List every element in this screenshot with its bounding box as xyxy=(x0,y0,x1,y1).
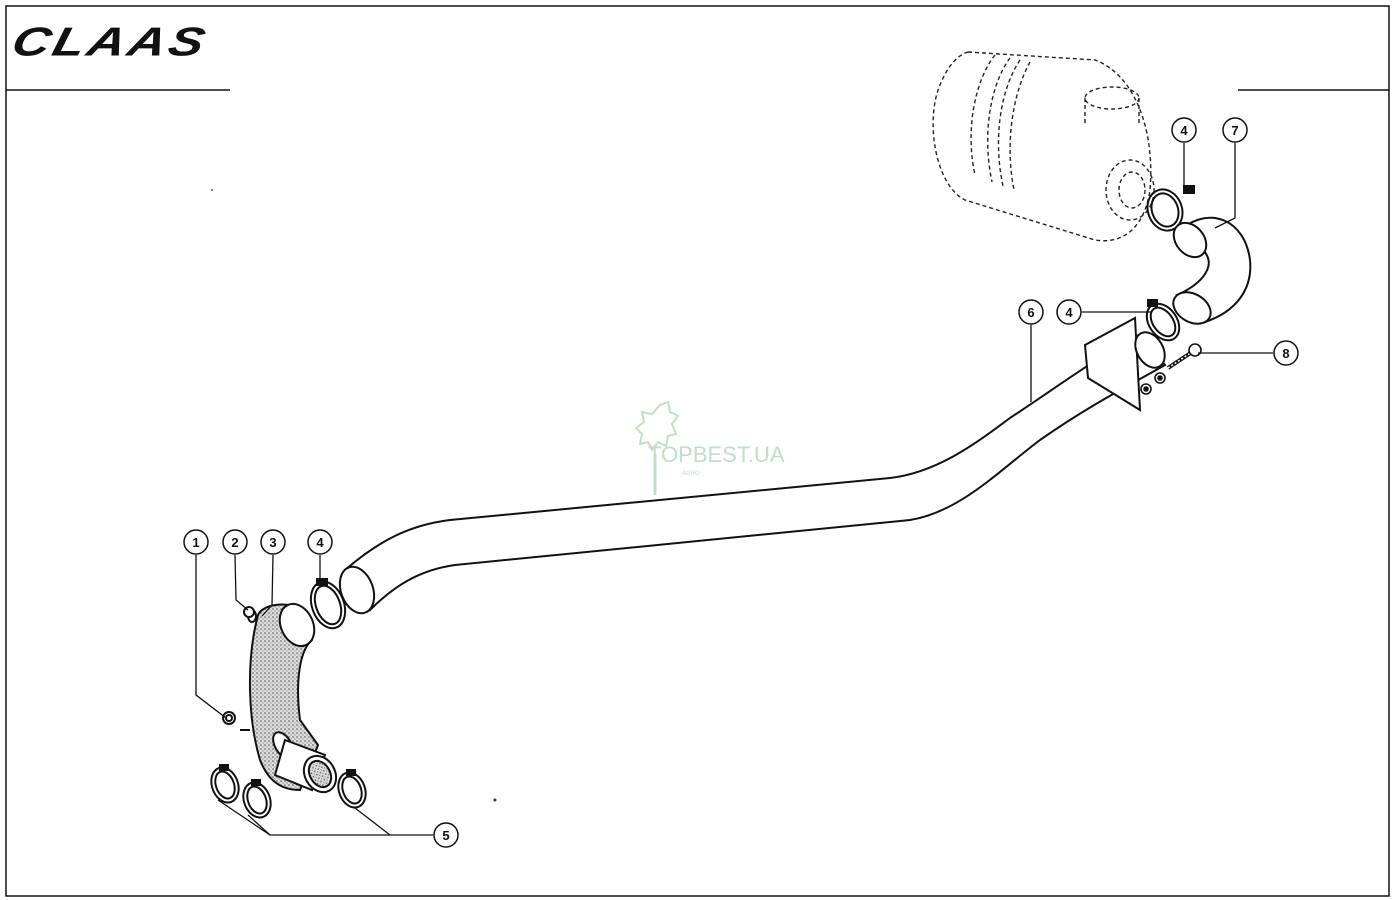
drawing-frame xyxy=(5,5,1390,897)
intake-pipe xyxy=(338,316,1167,615)
hose-clamp-lower xyxy=(309,578,347,630)
svg-text:5: 5 xyxy=(442,828,449,843)
callout-4-lower: 4 xyxy=(307,529,333,555)
hose-clamp-middle xyxy=(1145,299,1181,342)
callout-5: 5 xyxy=(433,822,459,848)
svg-text:3: 3 xyxy=(269,535,276,550)
callout-3: 3 xyxy=(260,529,286,555)
hose-clamp-upper xyxy=(1146,185,1195,232)
lower-elbow-hose xyxy=(222,602,338,794)
svg-text:4: 4 xyxy=(316,535,324,550)
elbow-hose xyxy=(1172,216,1252,325)
svg-text:7: 7 xyxy=(1231,123,1238,138)
svg-text:6: 6 xyxy=(1027,305,1034,320)
svg-text:1: 1 xyxy=(192,535,199,550)
svg-text:8: 8 xyxy=(1282,346,1289,361)
svg-text:TOPBEST.UA: TOPBEST.UA xyxy=(648,442,785,467)
svg-text:2: 2 xyxy=(231,535,238,550)
hose-clamps-set xyxy=(210,764,367,819)
leader-lines xyxy=(195,143,1273,836)
callout-6: 6 xyxy=(1018,299,1044,325)
svg-text:4: 4 xyxy=(1065,305,1073,320)
callout-7: 7 xyxy=(1222,117,1248,143)
callout-1: 1 xyxy=(183,529,209,555)
svg-text:4: 4 xyxy=(1180,123,1188,138)
air-filter-housing xyxy=(932,51,1155,242)
bolt-and-washers xyxy=(1140,343,1202,395)
svg-text:AGRO: AGRO xyxy=(682,471,700,477)
callout-4-middle: 4 xyxy=(1056,299,1082,325)
watermark: TOPBEST.UA AGRO xyxy=(634,400,785,495)
callout-4-upper: 4 xyxy=(1171,117,1197,143)
callout-2: 2 xyxy=(222,529,248,555)
stray-mark xyxy=(211,189,213,191)
stray-mark xyxy=(493,798,497,802)
callout-8: 8 xyxy=(1273,340,1299,366)
